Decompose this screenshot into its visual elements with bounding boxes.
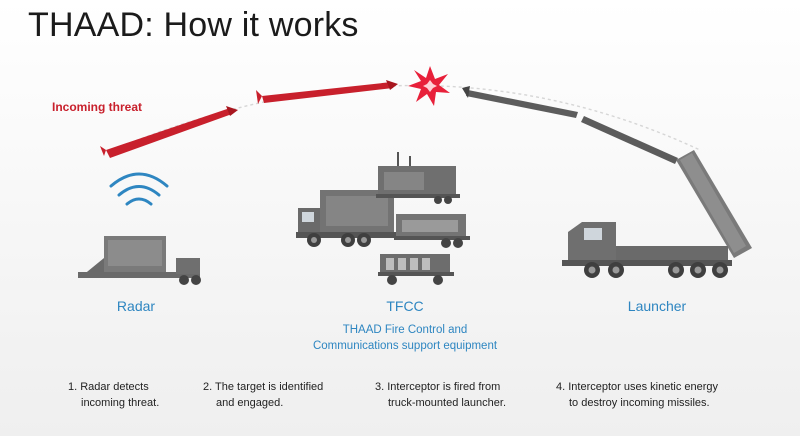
tfcc-label: TFCC — [386, 298, 424, 314]
step-1: 1. Radar detects incoming threat. — [68, 379, 159, 411]
launcher-label: Launcher — [627, 298, 687, 314]
step-3: 3. Interceptor is fired from truck-mount… — [375, 379, 506, 411]
incoming-missile-1-icon — [100, 106, 238, 158]
step-3-line-2: truck-mounted launcher. — [388, 397, 507, 409]
step-4-line-2: to destroy incoming missiles. — [569, 397, 710, 409]
launcher-truck-icon — [562, 150, 752, 278]
step-4-line-1: 4. Interceptor uses kinetic energy — [556, 381, 719, 393]
step-4: 4. Interceptor uses kinetic energy to de… — [556, 379, 718, 411]
step-2-line-2: and engaged. — [216, 397, 284, 409]
incoming-missile-2-icon — [256, 80, 398, 104]
step-1-line-2: incoming threat. — [81, 397, 160, 409]
page-title: THAAD: How it works — [28, 6, 359, 44]
interceptor-missile-icon — [462, 86, 678, 164]
step-2: 2. The target is identified and engaged. — [203, 379, 323, 411]
step-2-line-1: 2. The target is identified — [203, 381, 324, 393]
step-3-line-1: 3. Interceptor is fired from — [375, 381, 501, 393]
radar-label: Radar — [116, 298, 156, 314]
radar-waves-icon — [109, 172, 169, 206]
incoming-threat-label: Incoming threat — [52, 100, 143, 114]
tfcc-generator-icon — [378, 254, 454, 285]
tfcc-truck-icon — [296, 190, 398, 247]
tfcc-trailer-icon — [394, 214, 470, 248]
explosion-icon — [408, 66, 450, 106]
step-1-line-1: 1. Radar detects — [68, 381, 149, 393]
trajectory-arc — [107, 84, 701, 153]
tfcc-subtitle: THAAD Fire Control and Communications su… — [255, 322, 555, 354]
tfcc-subtitle-line-1: THAAD Fire Control and — [342, 324, 468, 336]
radar-truck-icon — [78, 236, 201, 285]
tfcc-shelter-icon — [376, 152, 460, 204]
tfcc-subtitle-line-2: Communications support equipment — [312, 340, 498, 352]
